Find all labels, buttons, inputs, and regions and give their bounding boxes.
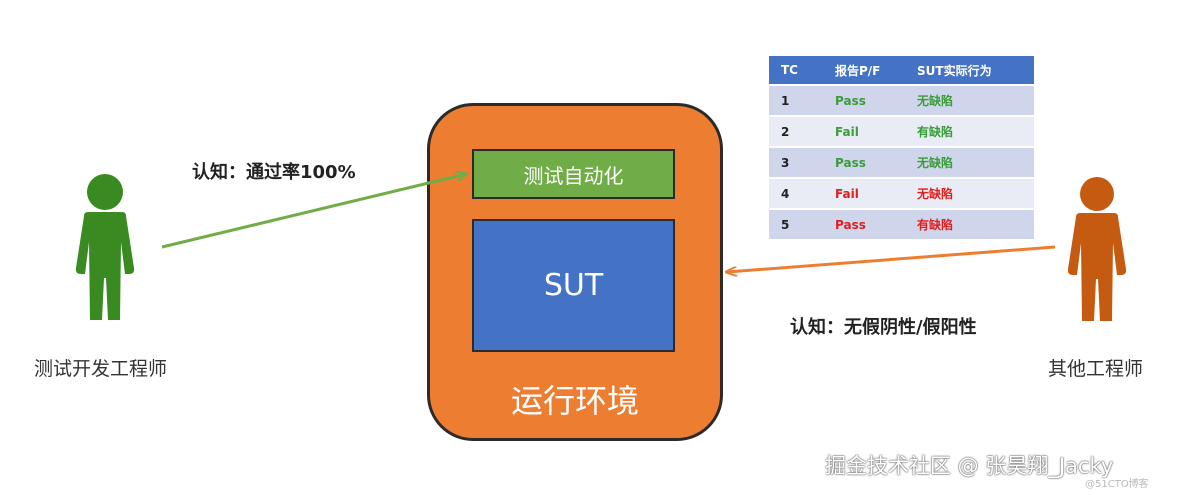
actual-cell: 无缺陷 bbox=[905, 146, 1034, 178]
tc-cell: 1 bbox=[769, 84, 823, 116]
runtime-environment-label: 运行环境 bbox=[510, 382, 639, 420]
report-cell: Pass bbox=[823, 146, 905, 178]
col-report: 报告P/F bbox=[823, 56, 905, 85]
tc-cell: 5 bbox=[769, 208, 823, 239]
tester-label: 测试开发工程师 bbox=[34, 358, 168, 380]
report-cell: Fail bbox=[823, 115, 905, 147]
report-cell: Pass bbox=[823, 84, 905, 116]
watermark: 掘金技术社区 @ 张昊翔_Jacky bbox=[825, 454, 1114, 478]
actual-cell: 无缺陷 bbox=[905, 84, 1034, 116]
report-cell: Fail bbox=[823, 177, 905, 209]
tester-person-icon bbox=[74, 172, 136, 322]
tc-cell: 2 bbox=[769, 115, 823, 147]
test-automation-label: 测试自动化 bbox=[523, 163, 624, 188]
col-actual: SUT实际行为 bbox=[905, 56, 1034, 85]
engineer-cognition: 认知：无假阴性/假阳性 bbox=[790, 317, 977, 338]
report-cell: Pass bbox=[823, 208, 905, 239]
tc-cell: 4 bbox=[769, 177, 823, 209]
watermark-small: @51CTO博客 bbox=[1085, 479, 1149, 490]
tester-arrow bbox=[161, 174, 466, 249]
actual-cell: 有缺陷 bbox=[905, 115, 1034, 147]
actual-cell: 有缺陷 bbox=[905, 208, 1034, 239]
tester-cognition: 认知：通过率100% bbox=[192, 162, 356, 183]
sut-label: SUT bbox=[543, 268, 604, 303]
test-automation-box: 测试自动化 bbox=[472, 149, 675, 199]
engineer-label: 其他工程师 bbox=[1048, 358, 1144, 380]
engineer-person-icon bbox=[1066, 175, 1128, 323]
col-tc: TC bbox=[769, 56, 823, 85]
sut-box: SUT bbox=[472, 219, 675, 352]
engineer-arrow bbox=[727, 245, 1056, 272]
actual-cell: 无缺陷 bbox=[905, 177, 1034, 209]
tc-cell: 3 bbox=[769, 146, 823, 178]
